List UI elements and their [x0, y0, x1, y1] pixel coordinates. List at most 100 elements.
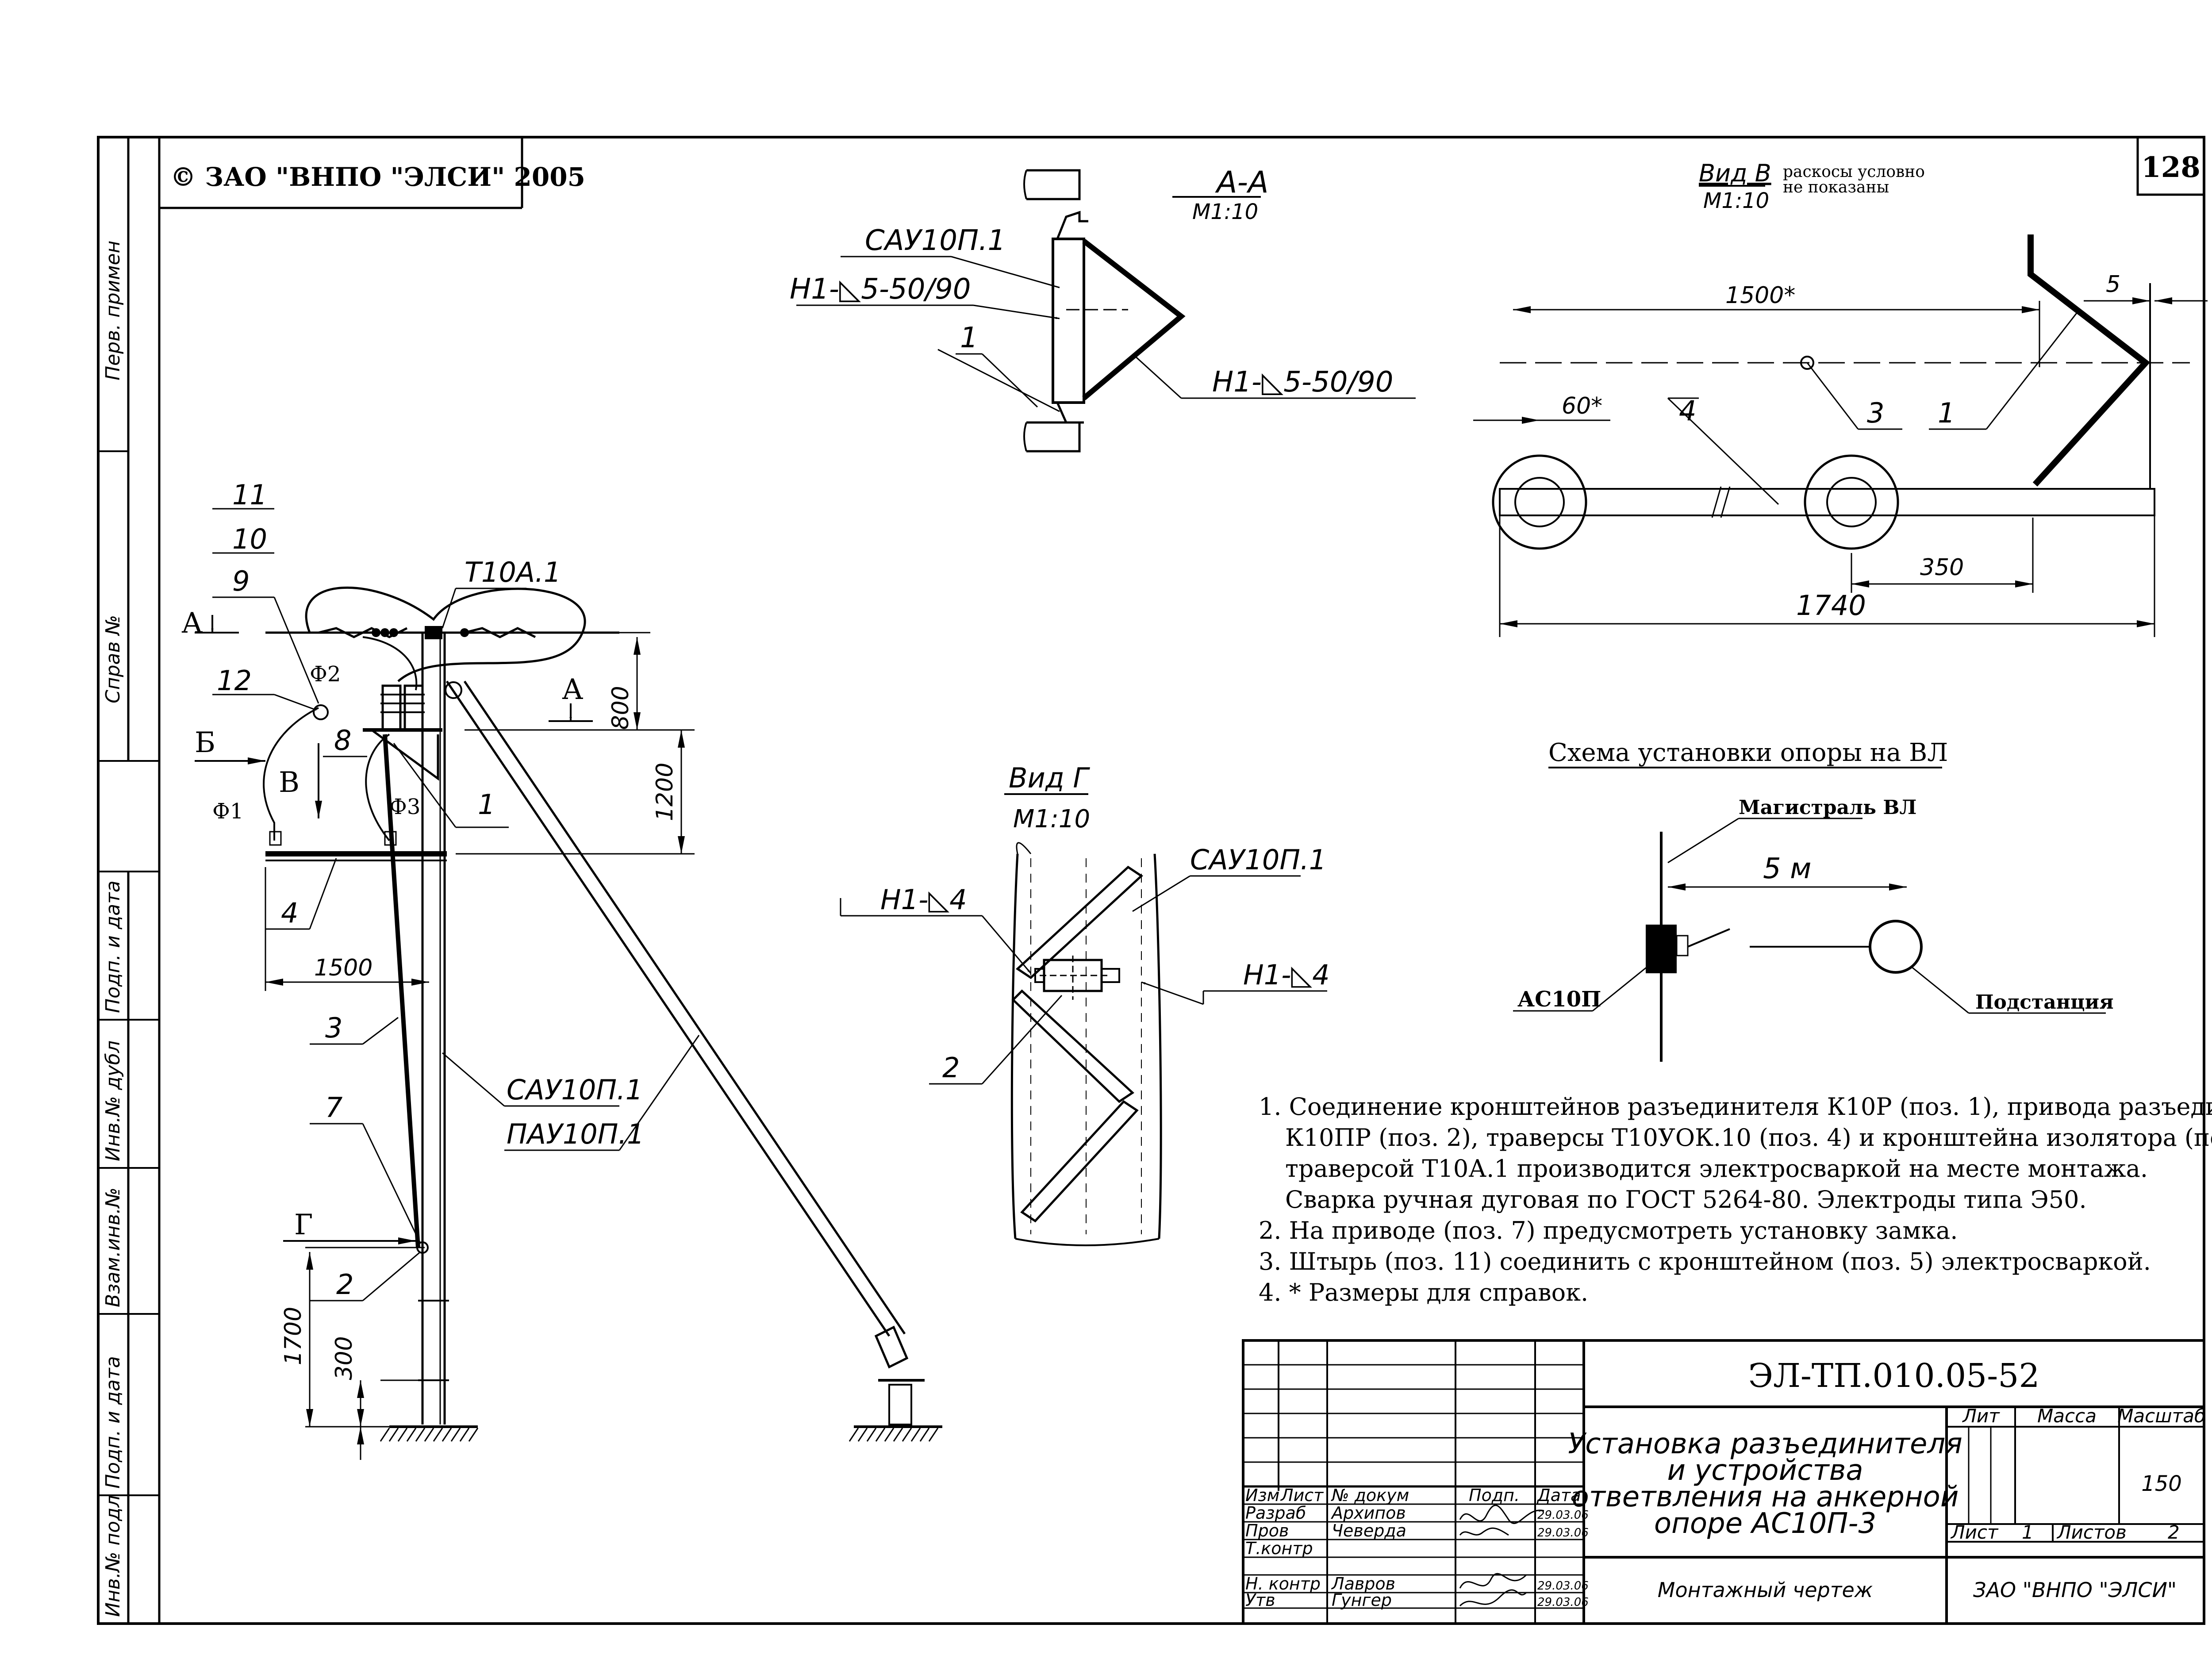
- label-sau10p1-g: САУ10П.1: [1190, 844, 1326, 876]
- dim-1740: 1740: [1796, 589, 1866, 622]
- sheets-value: 2: [2168, 1521, 2180, 1543]
- note-line-6: 3. Штырь (поз. 11) соединить с кронштейн…: [1259, 1248, 2151, 1275]
- view-v-note-1: раскосы условно: [1783, 163, 1925, 181]
- label-view-v: В: [279, 766, 300, 799]
- signature-nkontr: [1459, 1573, 1527, 1589]
- row-role-2: Пров: [1245, 1521, 1289, 1540]
- scale-value: 150: [2141, 1471, 2182, 1496]
- sheets-label: Листов: [2056, 1521, 2127, 1543]
- view-g-title: Вид Г: [1009, 762, 1090, 794]
- label-t10a1: Т10А.1: [465, 556, 561, 588]
- view-v: Вид В М1:10 раскосы условно не показаны …: [1473, 159, 2208, 637]
- row-date-1: 29.03.06: [1537, 1509, 1589, 1522]
- notes: 1. Соединение кронштейнов разъединителя …: [1259, 1093, 2212, 1306]
- label-pos12: 12: [217, 664, 252, 697]
- dim-60-star: 60*: [1562, 393, 1602, 419]
- scheme-distance: 5 м: [1763, 852, 1811, 885]
- row-name-6: Гунгер: [1332, 1590, 1392, 1610]
- stamp-inv-dubl: Инв.№ дубл: [102, 1041, 124, 1161]
- hdr-list: Лист: [1280, 1486, 1324, 1505]
- label-pos10: 10: [232, 523, 267, 555]
- label-pos2-g: 2: [942, 1052, 960, 1084]
- sheet-number: 128: [2141, 151, 2200, 184]
- label-weld-g-1: Н1-◺4: [880, 883, 967, 916]
- sheet-label: Лист: [1950, 1521, 1999, 1543]
- label-pos1-main: 1: [478, 788, 495, 821]
- section-aa: А-А М1:10 САУ10П.1 Н1-◺5-50/90 1 Н1-◺5-5…: [790, 165, 1416, 453]
- label-phase-f2: Ф2: [310, 662, 341, 687]
- mass-label: Масса: [2037, 1405, 2097, 1427]
- label-phase-f1: Ф1: [212, 799, 243, 824]
- label-pos1-aa: 1: [960, 322, 978, 354]
- view-g: Вид Г М1:10 САУ10П.1 Н1-◺4 Н1-◺4: [840, 762, 1330, 1246]
- label-sau10p1-aa: САУ10П.1: [865, 224, 1006, 257]
- hdr-doc: № докум: [1331, 1486, 1409, 1505]
- note-line-2: К10ПР (поз. 2), траверсы Т10УОК.10 (поз.…: [1285, 1124, 2212, 1152]
- doc-title-4: опоре АС10П-3: [1654, 1507, 1876, 1540]
- row-role-6: Утв: [1245, 1590, 1275, 1610]
- dim-1500-main: 1500: [314, 955, 373, 981]
- row-role-1: Разраб: [1245, 1503, 1306, 1523]
- label-pos8: 8: [334, 724, 351, 756]
- label-pos9: 9: [232, 565, 250, 597]
- label-pau10p1-main: ПАУ10П.1: [507, 1118, 644, 1150]
- signature-prov: [1459, 1527, 1509, 1536]
- note-line-1: 1. Соединение кронштейнов разъединителя …: [1259, 1093, 2212, 1121]
- row-name-1: Архипов: [1330, 1503, 1406, 1523]
- row-name-5: Лавров: [1331, 1574, 1395, 1594]
- section-aa-title: А-А: [1215, 165, 1269, 200]
- label-view-b: Б: [195, 726, 215, 759]
- row-date-6: 29.03.06: [1537, 1596, 1589, 1609]
- section-aa-scale: М1:10: [1192, 200, 1258, 224]
- row-date-5: 29.03.06: [1537, 1579, 1589, 1593]
- label-pos3-v: 3: [1867, 397, 1884, 429]
- dim-1700: 1700: [280, 1307, 307, 1365]
- dim-350: 350: [1920, 554, 1964, 581]
- label-weld-aa-2: Н1-◺5-50/90: [1212, 366, 1393, 399]
- scheme-substation: Подстанция: [1975, 991, 2114, 1014]
- view-v-scale: М1:10: [1703, 188, 1769, 213]
- note-line-5: 2. На приводе (поз. 7) предусмотреть уст…: [1259, 1217, 1958, 1244]
- view-v-title: Вид В: [1699, 159, 1771, 187]
- stamp-podp-data-1: Подп. и дата: [102, 880, 124, 1013]
- label-view-g: Г: [294, 1209, 313, 1241]
- dim-5: 5: [2106, 271, 2120, 298]
- label-pos4-main: 4: [281, 897, 298, 929]
- signature-razrab: [1459, 1505, 1544, 1524]
- row-name-2: Чеверда: [1332, 1521, 1406, 1540]
- view-v-note-2: не показаны: [1783, 178, 1889, 196]
- main-view: 11 10 9 Т10А.1 А 12 Ф2 А Б 8 В Ф3 Ф1 1 4…: [181, 479, 942, 1460]
- stamp-perv-primen: Перв. примен: [102, 241, 124, 380]
- stamp-podp-data-2: Подп. и дата: [102, 1356, 124, 1489]
- label-pos1-v: 1: [1938, 397, 1955, 429]
- hdr-podp: Подп.: [1469, 1486, 1520, 1505]
- label-section-a-left: А: [181, 607, 203, 640]
- copyright: © ЗАО "ВНПО "ЭЛСИ" 2005: [170, 162, 585, 192]
- title-block: ЭЛ-ТП.010.05-52 Установка разъединителя …: [1242, 1339, 2206, 1625]
- scheme-main-line: Магистраль ВЛ: [1739, 796, 1916, 819]
- note-line-4: Сварка ручная дуговая по ГОСТ 5264-80. Э…: [1285, 1186, 2087, 1213]
- view-g-scale: М1:10: [1013, 805, 1090, 833]
- doc-title-2: и устройства: [1667, 1454, 1863, 1487]
- dim-300: 300: [331, 1336, 357, 1380]
- label-pos4-v: 4: [1679, 395, 1696, 427]
- dim-1500-star: 1500*: [1725, 282, 1795, 309]
- side-stamps: Перв. примен Справ № Подп. и дата Инв.№ …: [102, 241, 124, 1617]
- doc-title-1: Установка разъединителя: [1568, 1428, 1962, 1460]
- doc-code: ЭЛ-ТП.010.05-52: [1748, 1357, 2040, 1395]
- note-line-3: траверсой Т10А.1 производится электросва…: [1285, 1155, 2148, 1183]
- sheet-value: 1: [2022, 1521, 2034, 1543]
- dim-800: 800: [607, 686, 634, 730]
- label-weld-aa-1: Н1-◺5-50/90: [790, 273, 971, 306]
- scale-label: Масштаб: [2117, 1405, 2206, 1427]
- stamp-inv-podl: Инв.№ подл: [102, 1495, 124, 1617]
- label-pos2-main: 2: [336, 1268, 353, 1301]
- dim-1200: 1200: [652, 763, 678, 821]
- scheme-title: Схема установки опоры на ВЛ: [1548, 738, 1948, 767]
- row-role-5: Н. контр: [1245, 1574, 1321, 1594]
- row-date-2: 29.03.06: [1537, 1526, 1589, 1540]
- label-sau10p1-main: САУ10П.1: [507, 1074, 643, 1106]
- stamp-vzam-inv: Взам.инв.№: [102, 1187, 124, 1307]
- doc-type: Монтажный чертеж: [1658, 1578, 1873, 1602]
